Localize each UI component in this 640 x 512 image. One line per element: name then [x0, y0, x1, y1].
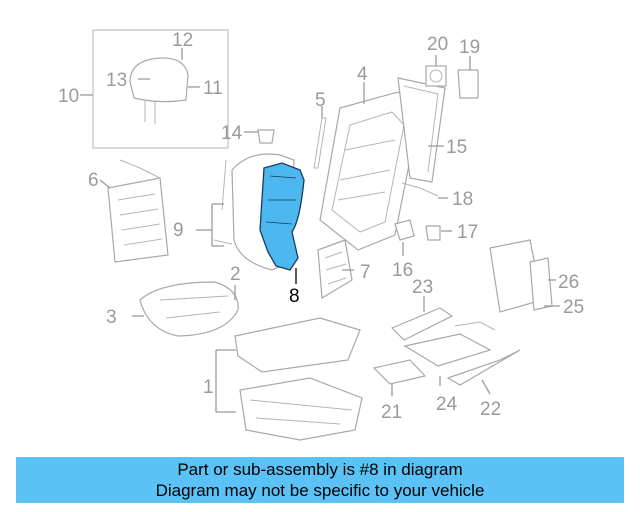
part-5-rod [313, 106, 327, 169]
callout-7: 7 [360, 262, 371, 283]
highlighted-part-8 [259, 162, 305, 271]
callout-15: 15 [446, 137, 467, 158]
parts-21-24 [372, 296, 521, 396]
callout-13: 13 [106, 70, 127, 91]
parts-25-26 [489, 239, 560, 313]
callout-11: 11 [203, 78, 223, 99]
seat-back-frame [319, 82, 421, 251]
callout-1: 1 [203, 377, 214, 398]
seat-parts-diagram: 1 2 3 4 5 6 7 8 9 10 11 12 13 14 15 16 1… [58, 29, 584, 441]
callout-20: 20 [427, 34, 448, 55]
callout-17: 17 [457, 222, 478, 243]
callout-19: 19 [459, 37, 480, 58]
callout-21: 21 [381, 402, 402, 423]
seat-cushion [132, 281, 239, 337]
callout-3: 3 [106, 307, 117, 328]
callout-4: 4 [357, 64, 368, 85]
callout-26: 26 [558, 272, 579, 293]
callout-16: 16 [392, 260, 413, 281]
part-info-banner: Part or sub-assembly is #8 in diagram Di… [16, 457, 624, 503]
callout-6: 6 [88, 170, 99, 191]
callout-24: 24 [436, 394, 458, 415]
callout-25: 25 [563, 297, 584, 318]
banner-line-1: Part or sub-assembly is #8 in diagram [177, 460, 463, 479]
recliner-mechanism [317, 239, 354, 300]
callout-8: 8 [289, 286, 300, 307]
parts-19-20 [425, 55, 479, 99]
callout-10: 10 [58, 86, 79, 107]
banner-line-2: Diagram may not be specific to your vehi… [155, 481, 485, 500]
callout-2: 2 [230, 264, 241, 285]
callout-5: 5 [315, 90, 326, 111]
part-8-seat-back-pad [259, 162, 305, 284]
seat-frame [215, 317, 363, 441]
callout-9: 9 [173, 220, 184, 241]
spring-mat [99, 159, 169, 263]
callout-14: 14 [221, 123, 243, 144]
callout-18: 18 [452, 189, 473, 210]
part-14-clip [244, 129, 275, 144]
headrest-group [80, 29, 229, 149]
callout-22: 22 [480, 399, 501, 420]
callout-23: 23 [412, 277, 433, 298]
callout-12: 12 [172, 30, 193, 51]
parts-16-17-18 [394, 182, 452, 256]
